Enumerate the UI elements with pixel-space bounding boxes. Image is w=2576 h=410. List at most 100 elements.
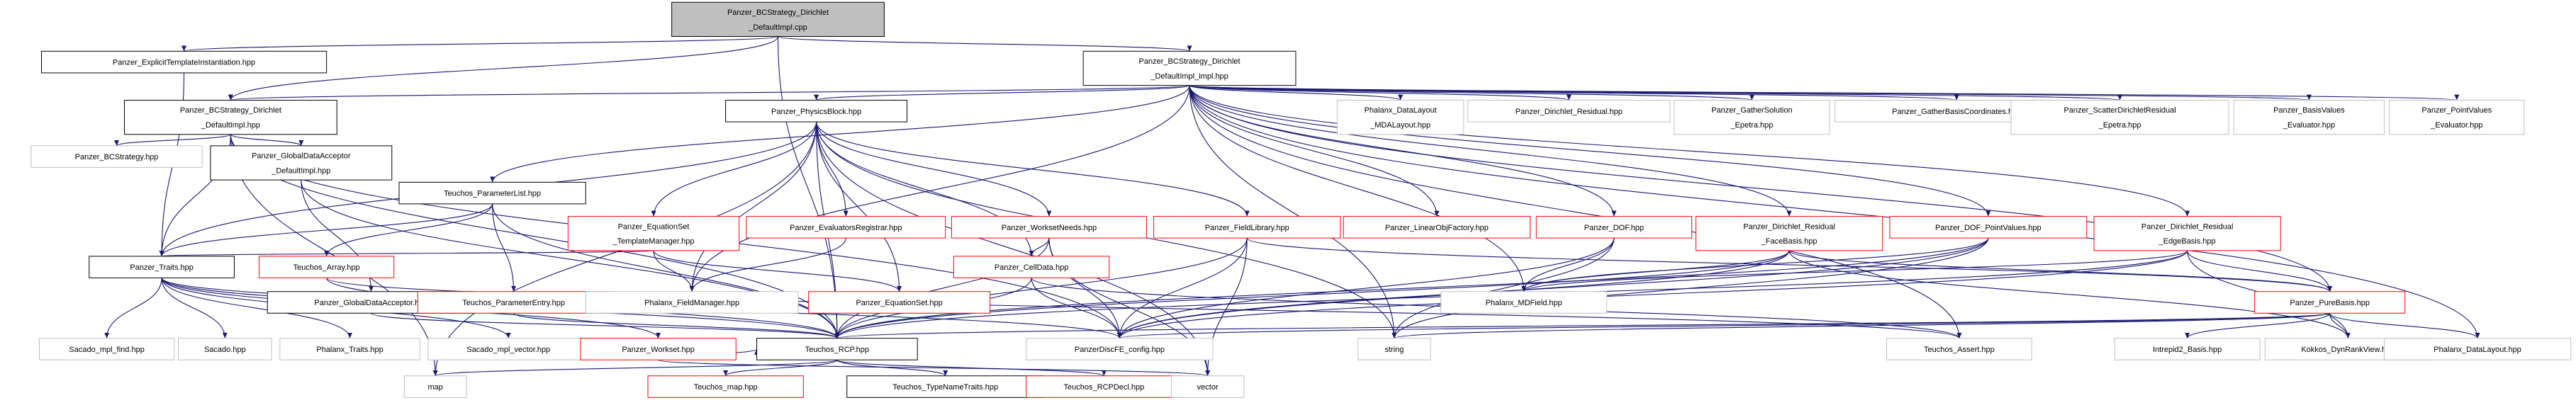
node-physblock[interactable]: Panzer_PhysicsBlock.hpp xyxy=(725,100,908,123)
node-label: _TemplateManager.hpp xyxy=(612,237,695,246)
node-label: Teuchos_ParameterList.hpp xyxy=(444,190,541,198)
node-label: Phalanx_Traits.hpp xyxy=(316,346,383,354)
node-label: Panzer_GlobalDataAcceptor.hpp xyxy=(314,299,427,307)
node-dirfacebasis[interactable]: Panzer_Dirichlet_Residual_FaceBasis.hpp xyxy=(1695,216,1883,251)
node-label: Panzer_PointValues xyxy=(2421,106,2492,115)
edge-bcsimpl-to-purebasis xyxy=(1189,85,2333,292)
node-fieldmgr: Phalanx_FieldManager.hpp xyxy=(585,291,799,314)
node-label: Teuchos_Assert.hpp xyxy=(1924,346,1995,354)
node-label: Panzer_Dirichlet_Residual xyxy=(1743,222,1835,231)
node-bcsimpl[interactable]: Panzer_BCStrategy_Dirichlet_DefaultImpl_… xyxy=(1082,50,1297,86)
edge-bcsimpl-to-bcs xyxy=(228,85,1190,101)
edge-dofpv-to-config xyxy=(1116,238,1989,338)
node-eqsetmgr[interactable]: Panzer_EquationSet_TemplateManager.hpp xyxy=(567,216,740,251)
node-box xyxy=(2383,338,2572,360)
node-fieldlib[interactable]: Panzer_FieldLibrary.hpp xyxy=(1153,216,1341,239)
node-label: Panzer_WorksetNeeds.hpp xyxy=(1002,224,1097,232)
node-label: _Evaluator.hpp xyxy=(2430,121,2482,130)
node-pentry[interactable]: Teuchos_ParameterEntry.hpp xyxy=(417,291,610,314)
edge-bcsimpl-to-physblock xyxy=(814,85,1190,101)
node-box xyxy=(1153,216,1341,239)
node-linobj[interactable]: Panzer_LinearObjFactory.hpp xyxy=(1343,216,1530,239)
node-plist[interactable]: Teuchos_ParameterList.hpp xyxy=(398,181,586,205)
node-label: Panzer_GlobalDataAcceptor xyxy=(252,152,351,161)
node-box xyxy=(1336,100,1465,135)
node-box xyxy=(2093,216,2281,251)
node-box xyxy=(40,50,327,74)
node-label: map xyxy=(427,383,442,392)
edge-plist-to-tarray xyxy=(324,203,493,256)
node-traits[interactable]: Panzer_Traits.hpp xyxy=(89,256,235,278)
edge-wsneeds-to-config xyxy=(1048,238,1122,338)
node-rcpdecl[interactable]: Teuchos_RCPDecl.hpp xyxy=(1026,375,1182,398)
node-label: Panzer_GatherBasisCoordinates.hpp xyxy=(1892,108,2021,116)
node-box xyxy=(580,338,737,360)
node-box xyxy=(123,100,337,135)
node-dofpv[interactable]: Panzer_DOF_PointValues.hpp xyxy=(1889,216,2088,239)
node-label: _DefaultImpl.hpp xyxy=(271,166,330,175)
edge-diredgebasis-to-config xyxy=(1117,250,2188,338)
node-box xyxy=(671,1,885,37)
node-pointvals: Panzer_PointValues _Evaluator.hpp xyxy=(2389,100,2525,135)
node-box xyxy=(1674,100,1830,135)
node-dof[interactable]: Panzer_DOF.hpp xyxy=(1535,216,1693,239)
edge-plist-to-traits xyxy=(159,203,493,257)
edge-bcs-to-gdaimpl xyxy=(230,134,304,147)
node-evalreg[interactable]: Panzer_EvaluatorsRegistrar.hpp xyxy=(746,216,946,239)
node-box xyxy=(746,216,946,239)
edge-bcsimpl-to-dlmdalayout xyxy=(1189,85,1403,101)
edge-bcsimpl-to-dofpv xyxy=(1189,85,1991,217)
edge-bcsimpl-to-string xyxy=(1189,85,1397,338)
node-sacado: Sacado.hpp xyxy=(178,338,272,360)
edge-fieldlib-to-vector xyxy=(1205,238,1248,376)
node-label: Panzer_BCStrategy_Dirichlet xyxy=(180,106,281,115)
node-label: string xyxy=(1384,346,1404,354)
edge-diredgebasis-to-purebasis xyxy=(2187,250,2333,292)
node-celldata[interactable]: Panzer_CellData.hpp xyxy=(953,256,1110,278)
node-label: Panzer_ExplicitTemplateInstantiation.hpp xyxy=(113,59,255,67)
node-tmap[interactable]: Teuchos_map.hpp xyxy=(647,375,804,398)
node-box xyxy=(89,256,235,278)
node-box xyxy=(398,181,586,205)
node-root[interactable]: Panzer_BCStrategy_Dirichlet_DefaultImpl.… xyxy=(671,1,885,37)
node-label: Sacado_mpl_vector.hpp xyxy=(466,346,550,354)
node-label: Panzer_PureBasis.hpp xyxy=(2290,299,2370,307)
node-typename[interactable]: Teuchos_TypeNameTraits.hpp xyxy=(846,375,1045,398)
edge-layer xyxy=(104,35,2480,377)
node-wsneeds[interactable]: Panzer_WorksetNeeds.hpp xyxy=(951,216,1147,239)
node-box xyxy=(1343,216,1530,239)
node-workset[interactable]: Panzer_Workset.hpp xyxy=(580,338,737,360)
node-mdfield: Phalanx_MDField.hpp xyxy=(1440,291,1608,314)
node-box xyxy=(1695,216,1883,251)
node-label: Intrepid2_Basis.hpp xyxy=(2153,346,2222,354)
node-rcp[interactable]: Teuchos_RCP.hpp xyxy=(756,338,918,360)
node-box xyxy=(2114,338,2261,360)
node-box xyxy=(1467,100,1671,123)
edge-purebasis-to-kokkos xyxy=(2329,313,2351,338)
edge-physblock-to-eqsetmgr xyxy=(651,122,817,217)
edge-physblock-to-fieldmgr xyxy=(689,122,817,292)
edge-workset-to-vector xyxy=(658,359,1210,377)
node-label: _DefaultImpl_impl.hpp xyxy=(1150,72,1228,81)
node-purebasis[interactable]: Panzer_PureBasis.hpp xyxy=(2254,291,2406,314)
edge-root-to-eti xyxy=(181,35,779,52)
node-tarray[interactable]: Teuchos_Array.hpp xyxy=(259,256,395,278)
node-box xyxy=(647,375,804,398)
node-diredgebasis[interactable]: Panzer_Dirichlet_Residual_EdgeBasis.hpp xyxy=(2093,216,2281,251)
node-box xyxy=(1082,50,1297,86)
edge-eqsetmgr-to-traits xyxy=(160,250,654,257)
edge-physblock-to-eqset xyxy=(816,122,902,292)
node-dirres: Panzer_Dirichlet_Residual.hpp xyxy=(1467,100,1671,123)
node-bcs[interactable]: Panzer_BCStrategy_Dirichlet_DefaultImpl.… xyxy=(123,100,337,135)
edge-diredgebasis-to-mdfield xyxy=(1521,250,2188,292)
edge-plist-to-pentry xyxy=(492,203,517,292)
node-label: _MDALayout.hpp xyxy=(1370,121,1430,130)
node-label: Teuchos_RCPDecl.hpp xyxy=(1064,383,1145,392)
node-eqset[interactable]: Panzer_EquationSet.hpp xyxy=(808,291,991,314)
edge-bcsimpl-to-mdfield xyxy=(1189,85,1527,292)
node-eti[interactable]: Panzer_ExplicitTemplateInstantiation.hpp xyxy=(40,50,327,74)
node-label: Panzer_Workset.hpp xyxy=(622,346,695,354)
node-label: Kokkos_DynRankView.hpp xyxy=(2301,346,2395,354)
node-gdaimpl[interactable]: Panzer_GlobalDataAcceptor _DefaultImpl.hp… xyxy=(210,145,393,181)
node-map: map xyxy=(403,375,467,398)
